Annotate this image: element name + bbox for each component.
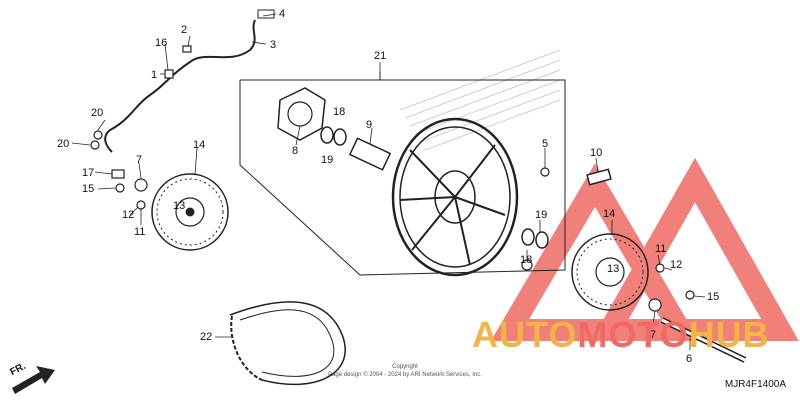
rear-tire: [229, 301, 346, 386]
callout-20a: 20: [91, 107, 104, 119]
left-brake-disc: [151, 173, 229, 251]
callout-6: 6: [686, 353, 693, 365]
callout-7a: 7: [136, 154, 143, 166]
rear-axle: [660, 317, 747, 363]
callout-4: 4: [279, 8, 286, 20]
fasteners: [90, 45, 695, 312]
callout-7b: 7: [650, 329, 657, 341]
callout-10: 10: [590, 147, 603, 159]
callout-22: 22: [200, 331, 213, 343]
watermark-brand: AUTOMOTOHUB: [472, 314, 770, 356]
assembly-bracket: [239, 72, 566, 276]
callout-13b: 13: [607, 263, 620, 275]
callout-19b: 19: [535, 209, 548, 221]
right-brake-disc: [571, 233, 649, 311]
callout-18a: 18: [333, 106, 346, 118]
callout-11b: 11: [655, 243, 667, 255]
watermark-hub: HUB: [688, 314, 770, 355]
callout-9: 9: [366, 119, 373, 131]
sensor-ring: [277, 87, 326, 141]
leader-lines: [71, 13, 706, 350]
callout-21: 21: [374, 50, 387, 62]
callout-3: 3: [270, 39, 277, 51]
callout-11a: 11: [134, 226, 146, 238]
callout-18b: 18: [520, 254, 533, 266]
callout-12b: 12: [670, 259, 683, 271]
watermark-moto: MOTO: [577, 314, 689, 355]
sensor-cable: [104, 19, 256, 153]
callout-20b: 20: [57, 138, 70, 150]
cable-connector: [257, 9, 275, 19]
watermark-auto: AUTO: [472, 314, 578, 355]
callout-15b: 15: [707, 291, 720, 303]
callout-16: 16: [155, 37, 168, 49]
callout-17: 17: [82, 167, 95, 179]
copyright-line-2: Page design © 2004 - 2024 by ARI Network…: [328, 371, 482, 378]
callout-1: 1: [151, 69, 158, 81]
balance-weight: [586, 168, 612, 186]
callout-14b: 14: [603, 208, 616, 220]
callout-8: 8: [292, 145, 299, 157]
watermark-triangles: [490, 157, 799, 341]
callout-12a: 12: [122, 209, 135, 221]
callout-19a: 19: [321, 154, 334, 166]
callout-13a: 13: [173, 200, 186, 212]
callout-15a: 15: [82, 183, 95, 195]
callout-2: 2: [181, 24, 188, 36]
callout-5: 5: [542, 138, 549, 150]
diagram-code: MJR4F1400A: [724, 379, 786, 390]
callout-14a: 14: [193, 139, 206, 151]
bearings: [320, 126, 549, 249]
rear-wheel: [391, 117, 519, 277]
copyright-notice: Copyright Page design © 2004 - 2024 by A…: [300, 364, 510, 380]
front-direction-arrow: [12, 366, 55, 394]
copyright-line-1: Copyright: [392, 364, 418, 370]
